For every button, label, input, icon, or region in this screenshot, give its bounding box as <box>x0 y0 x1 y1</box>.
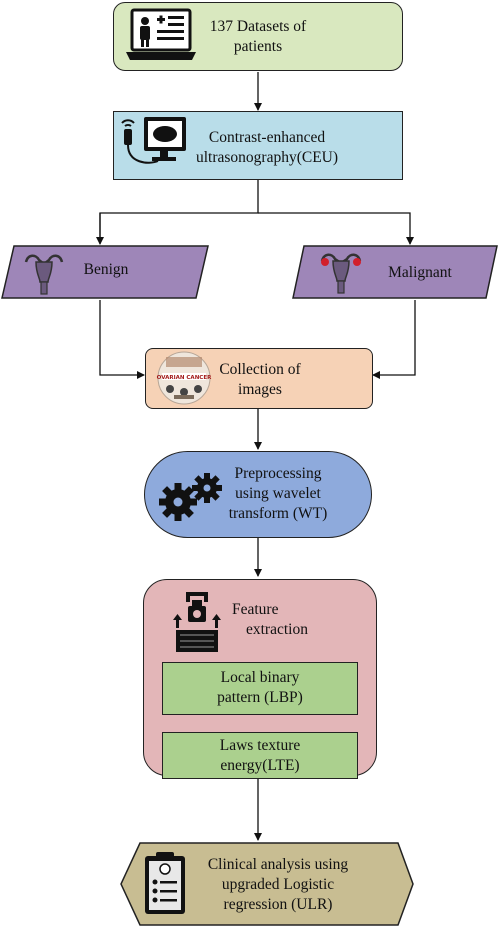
lbp-label: Local binary pattern (LBP) <box>217 669 303 706</box>
clinical-label: Clinical analysis using upgraded Logisti… <box>207 856 349 913</box>
laptop-patient-icon <box>126 8 196 60</box>
arrow-malignant-collection <box>372 300 416 379</box>
datasets-label: 137 Datasets of patients <box>209 18 307 55</box>
robot-arm-icon <box>173 592 221 652</box>
preprocessing-label: Preprocessing using wavelet transform (W… <box>228 465 328 522</box>
uterus-icon <box>24 254 64 295</box>
ultrasound-monitor-icon <box>121 117 186 164</box>
uterus-tumor-icon <box>320 253 362 294</box>
collection-label: Collection of images <box>219 361 301 398</box>
gears-icon <box>159 473 222 521</box>
node-lte <box>162 732 358 779</box>
lte-label: Laws texture energy(LTE) <box>219 737 301 774</box>
malignant-label: Malignant <box>388 264 452 281</box>
node-lbp <box>162 662 358 715</box>
ovarian-cancer-collage-icon: OVARIAN CANCER <box>157 351 212 405</box>
ceu-label: Contrast-enhanced ultrasonography(CEU) <box>195 129 339 166</box>
benign-label: Benign <box>83 261 129 278</box>
arrow-split-malignant <box>258 212 414 245</box>
feature-label: Feature extraction <box>232 601 308 638</box>
arrow-benign-collection <box>99 300 145 379</box>
collage-caption: OVARIAN CANCER <box>157 375 212 381</box>
clipboard-checklist-icon <box>145 852 185 914</box>
node-benign <box>1 245 209 299</box>
node-clinical <box>120 842 414 926</box>
